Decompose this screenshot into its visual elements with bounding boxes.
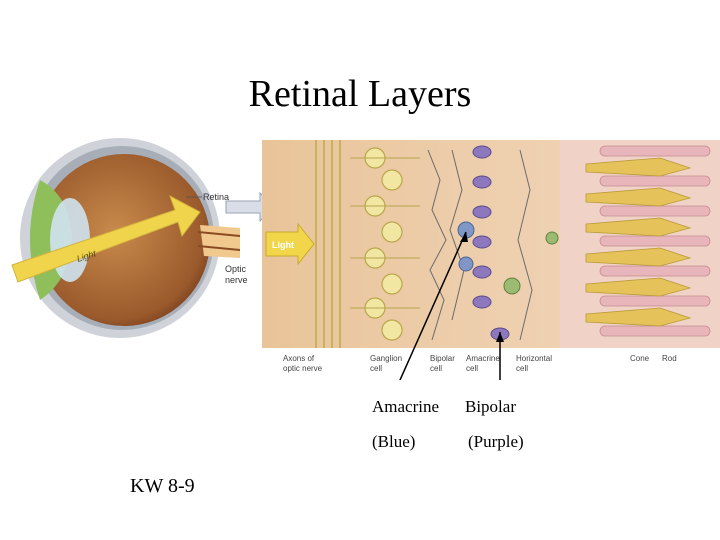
axons-label-line2: optic nerve <box>283 364 323 373</box>
retina-cross-section <box>262 140 720 348</box>
bipolar-label-line1: Bipolar <box>430 354 455 363</box>
rod-label: Rod <box>662 354 677 363</box>
slide-title: Retinal Layers <box>248 73 472 115</box>
optic-nerve-label-line1: Optic <box>225 264 247 274</box>
amacrine-annotation: Amacrine <box>372 397 440 416</box>
bipolar-annotation: Bipolar <box>465 397 516 416</box>
ganglion-label-line2: cell <box>370 364 382 373</box>
light-arrow <box>265 222 315 266</box>
retina-figure: Light Retina Optic nerve <box>11 138 720 380</box>
amacrine-color-annotation: (Blue) <box>372 432 416 451</box>
bipolar-color-annotation: (Purple) <box>468 432 524 451</box>
bipolar-label-line2: cell <box>430 364 442 373</box>
ganglion-label-line1: Ganglion <box>370 354 402 363</box>
slide-code: KW 8-9 <box>130 475 195 497</box>
retina-light-label: Light <box>272 240 294 250</box>
retina-label: Retina <box>203 192 229 202</box>
horizontal-label-line1: Horizontal <box>516 354 552 363</box>
cone-label: Cone <box>630 354 650 363</box>
axons-label-line1: Axons of <box>283 354 315 363</box>
amacrine-pointer <box>399 231 467 380</box>
eye-illustration <box>11 138 241 338</box>
horizontal-label-line2: cell <box>516 364 528 373</box>
amacrine-label-line2: cell <box>466 364 478 373</box>
optic-nerve-label-line2: nerve <box>225 275 248 285</box>
amacrine-label-line1: Amacrine <box>466 354 500 363</box>
